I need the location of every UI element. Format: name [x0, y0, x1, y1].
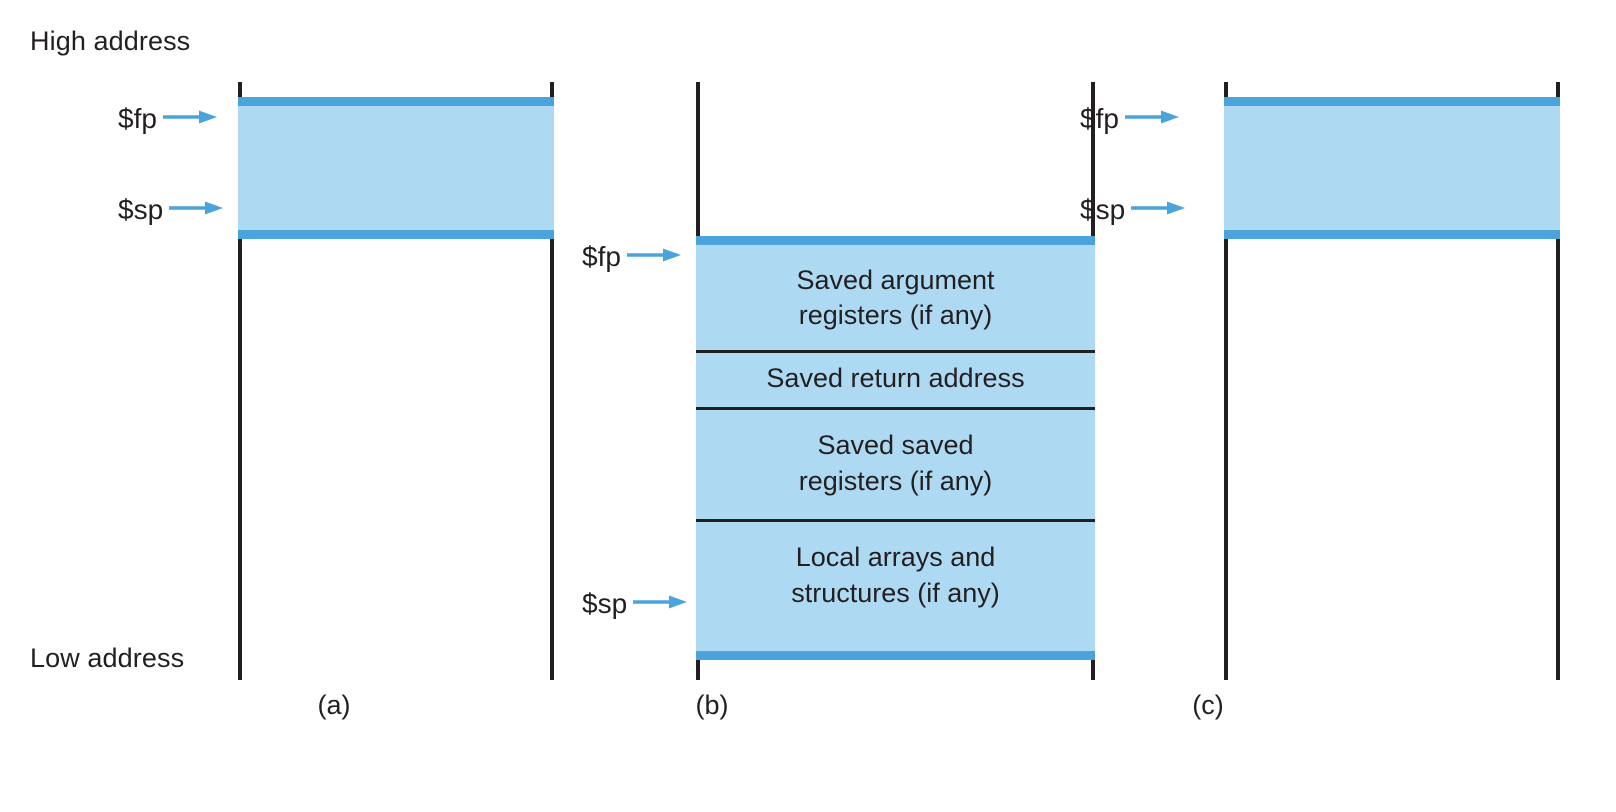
right-arrow-icon — [626, 246, 683, 269]
panel-b-fp-pointer: $fp — [582, 243, 683, 271]
panel-b-cell-saved-argument-registers: Saved argument registers (if any) — [796, 264, 995, 330]
panel-a-right-wall — [550, 82, 554, 680]
panel-c-right-wall — [1556, 82, 1560, 680]
panel-c-sp-label: $sp — [1080, 194, 1126, 225]
panel-a-left-wall — [238, 82, 242, 680]
panel-c-sp-pointer: $sp — [1080, 196, 1187, 224]
panel-b-fp-marker — [696, 236, 1095, 245]
right-arrow-icon — [633, 593, 689, 616]
panel-a-caption: (a) — [317, 690, 351, 720]
panel-b-cell-saved-return-address: Saved return address — [766, 363, 1025, 394]
panel-a-frame-fill — [238, 97, 554, 239]
panel-a: $fp $sp (a) — [0, 0, 600, 760]
panel-c-left-wall — [1224, 82, 1228, 680]
panel-c-fp-marker — [1224, 97, 1560, 106]
panel-c-sp-marker — [1224, 230, 1560, 239]
panel-c-fp-pointer: $fp — [1080, 105, 1181, 133]
panel-b-sp-pointer: $sp — [582, 590, 689, 618]
panel-b-sp-marker — [696, 651, 1095, 660]
right-arrow-icon — [169, 199, 225, 222]
right-arrow-icon — [1131, 199, 1187, 222]
panel-a-sp-pointer: $sp — [118, 196, 225, 224]
panel-c-caption: (c) — [1192, 690, 1224, 720]
panel-a-fp-label: $fp — [118, 103, 157, 134]
panel-c: $fp $sp (c) — [1080, 82, 1560, 720]
panel-a-fp-marker — [238, 97, 554, 106]
panel-b-divider-3 — [696, 519, 1095, 522]
panel-b-fp-label: $fp — [582, 241, 621, 272]
panel-a-fp-pointer: $fp — [118, 105, 219, 133]
right-arrow-icon — [1124, 108, 1181, 131]
panel-b-cell-saved-saved-registers: Saved saved registers (if any) — [798, 430, 993, 496]
panel-c-fp-label: $fp — [1080, 103, 1119, 134]
high-address-label: High address — [30, 26, 191, 56]
panel-b-caption: (b) — [695, 690, 729, 720]
panel-b-cell-local-arrays-and-structures: Local arrays and structures (if any) — [791, 542, 1000, 608]
low-address-label: Low address — [30, 643, 185, 673]
panel-b-sp-label: $sp — [582, 588, 628, 619]
right-arrow-icon — [162, 108, 219, 131]
panel-b-divider-1 — [696, 350, 1095, 353]
panel-a-sp-marker — [238, 230, 554, 239]
panel-c-frame-fill — [1224, 97, 1560, 239]
panel-b-frame-fill — [696, 236, 1095, 660]
panel-b-divider-2 — [696, 407, 1095, 410]
panel-a-sp-label: $sp — [118, 194, 164, 225]
panel-b: Saved argument registers (if any) Saved … — [582, 82, 1095, 720]
